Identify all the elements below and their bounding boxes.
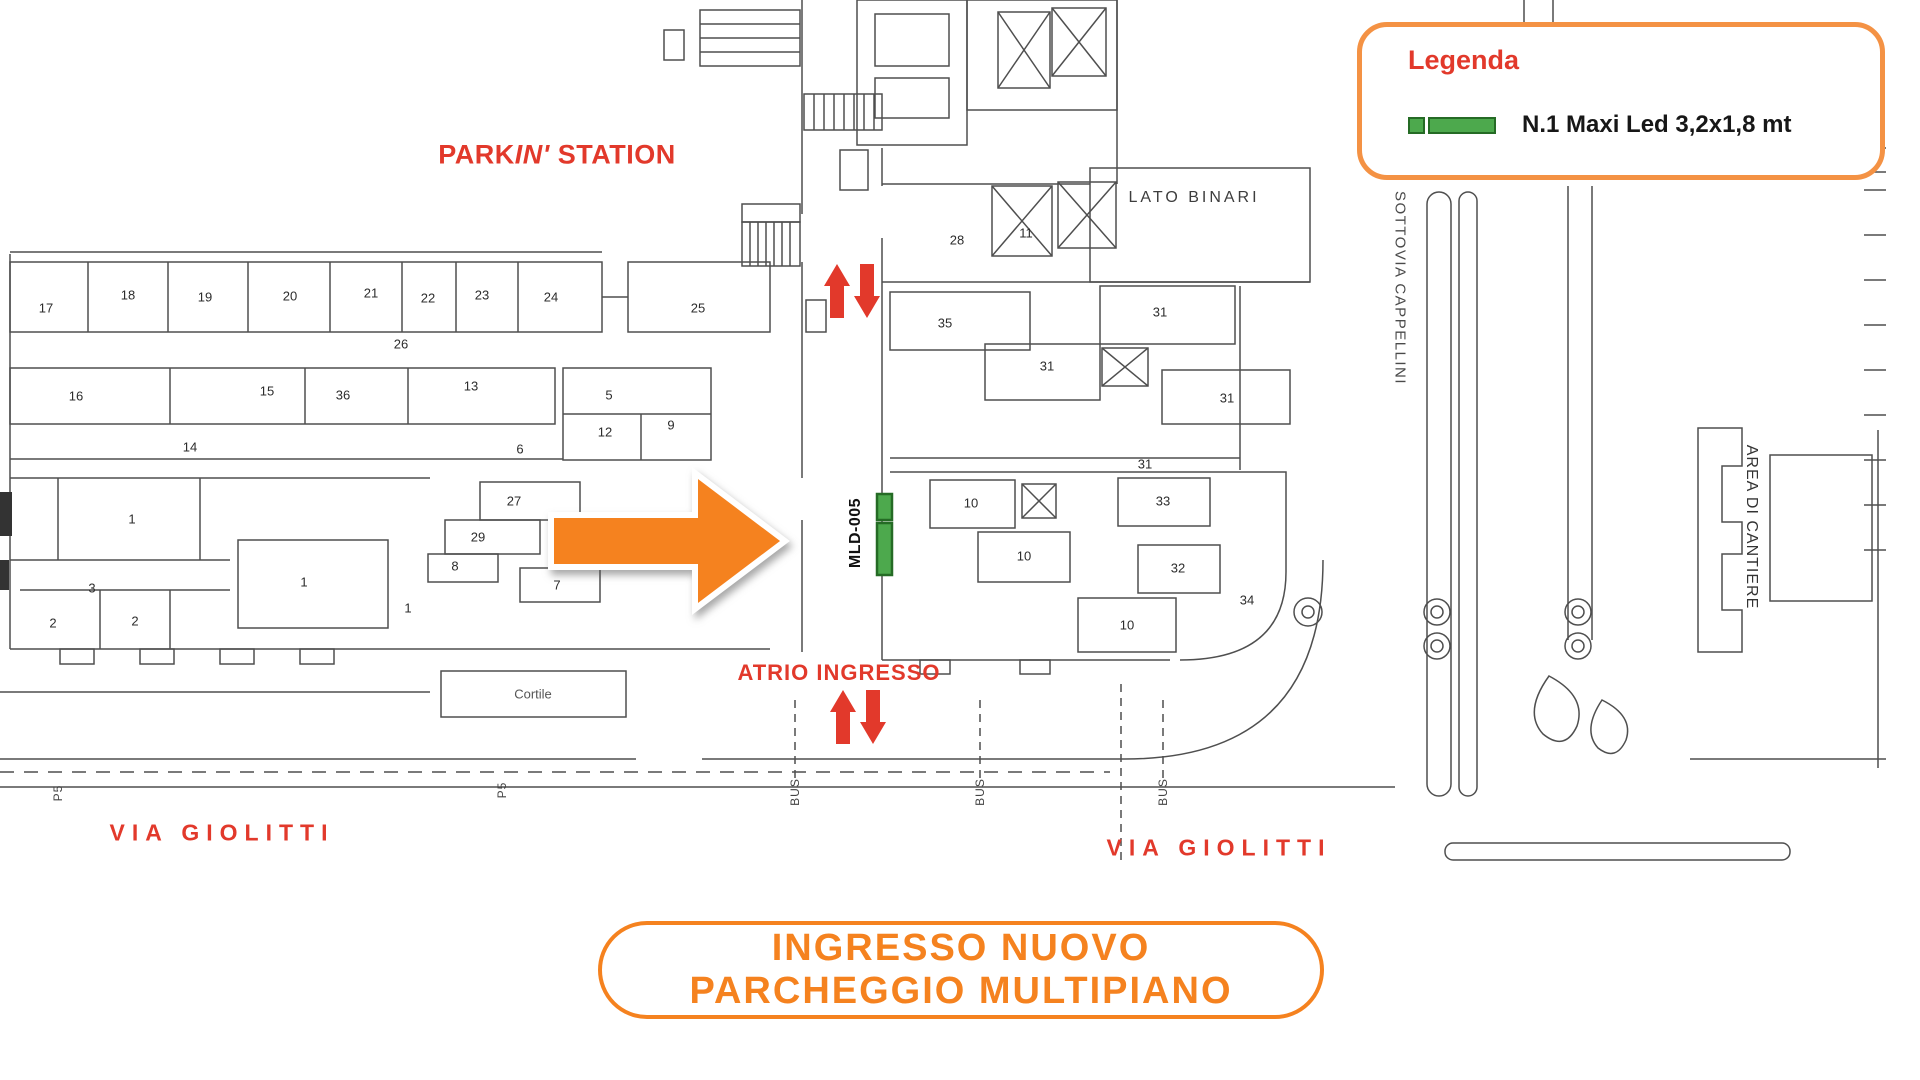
room-number: 5 xyxy=(605,387,613,403)
maxi-led-marker xyxy=(875,492,894,577)
room-number: 10 xyxy=(1016,548,1032,564)
via-giolitti-west-label: VIA GIOLITTI xyxy=(109,819,335,846)
room-number: 12 xyxy=(597,424,613,440)
legend-item: N.1 Maxi Led 3,2x1,8 mt xyxy=(1408,111,1791,139)
location-arrow xyxy=(548,466,790,616)
legend-title: Legenda xyxy=(1408,45,1520,75)
room-number: 6 xyxy=(516,441,524,457)
room-number: 1 xyxy=(128,511,136,527)
street-marker: BUS xyxy=(973,778,987,806)
room-number: 31 xyxy=(1219,390,1235,406)
room-number: 1 xyxy=(300,574,308,590)
parkin-prefix: PARK xyxy=(438,139,515,170)
room-number: 33 xyxy=(1155,493,1171,509)
parkin-suffix: STATION xyxy=(549,139,676,170)
room-number: 20 xyxy=(282,288,298,304)
room-number: 31 xyxy=(1152,304,1168,320)
ingresso-callout: INGRESSO NUOVO PARCHEGGIO MULTIPIANO xyxy=(598,921,1324,1019)
callout-line2: PARCHEGGIO MULTIPIANO xyxy=(689,970,1233,1012)
room-number: 1 xyxy=(404,600,412,616)
mld-code-label: MLD-005 xyxy=(847,497,864,569)
room-number: 3 xyxy=(88,580,96,596)
room-number: 27 xyxy=(506,493,522,509)
room-number: 17 xyxy=(38,300,54,316)
legend-item-label: N.1 Maxi Led 3,2x1,8 mt xyxy=(1522,111,1792,138)
sottovia-cappellini-label: SOTTOVIA CAPPELLINI xyxy=(1391,190,1409,386)
street-marker: BUS xyxy=(788,778,802,806)
room-number: 32 xyxy=(1170,560,1186,576)
callout-line1: INGRESSO NUOVO xyxy=(771,927,1151,970)
flow-arrows-bottom xyxy=(830,690,886,744)
room-number: 34 xyxy=(1239,592,1255,608)
room-number: 16 xyxy=(68,388,84,404)
room-number: 31 xyxy=(1137,456,1153,472)
room-number: 25 xyxy=(690,300,706,316)
room-number: 11 xyxy=(1019,225,1033,241)
legend-panel: Legenda N.1 Maxi Led 3,2x1,8 mt xyxy=(1357,22,1885,180)
room-number: 8 xyxy=(451,558,459,574)
maxi-led-legend-icon xyxy=(1408,116,1496,134)
room-number: 29 xyxy=(470,529,486,545)
room-number: 23 xyxy=(474,287,490,303)
via-giolitti-east-label: VIA GIOLITTI xyxy=(1106,834,1332,861)
room-number: 10 xyxy=(1119,617,1135,633)
parkin-italic: IN' xyxy=(514,139,550,170)
lato-binari-label: LATO BINARI xyxy=(1128,189,1260,206)
room-number: 7 xyxy=(553,577,561,593)
room-number: 14 xyxy=(182,439,198,455)
street-marker: BUS xyxy=(1156,778,1170,806)
parkin-station-label: PARKIN' STATION xyxy=(438,140,675,171)
room-number: 36 xyxy=(335,387,351,403)
room-number: 24 xyxy=(543,289,559,305)
room-number: 18 xyxy=(120,287,136,303)
room-number: 22 xyxy=(420,290,436,306)
street-marker: P5 xyxy=(495,781,509,799)
room-number: 28 xyxy=(949,232,965,248)
area-cantiere-label: AREA DI CANTIERE xyxy=(1743,444,1760,610)
room-number: 10 xyxy=(963,495,979,511)
room-number: 21 xyxy=(363,285,379,301)
room-number: 26 xyxy=(393,336,409,352)
room-number: 19 xyxy=(197,289,213,305)
atrio-ingresso-label: ATRIO INGRESSO xyxy=(737,660,941,685)
cortile-label: Cortile xyxy=(514,686,552,702)
room-number: 2 xyxy=(131,613,139,629)
street-marker: P5 xyxy=(51,784,65,802)
flow-arrows-top xyxy=(824,264,880,318)
room-number: 13 xyxy=(463,378,479,394)
room-number: 31 xyxy=(1039,358,1055,374)
room-number: 15 xyxy=(259,383,275,399)
room-number: 2 xyxy=(49,615,57,631)
room-number: 35 xyxy=(937,315,953,331)
room-number: 9 xyxy=(667,417,675,433)
